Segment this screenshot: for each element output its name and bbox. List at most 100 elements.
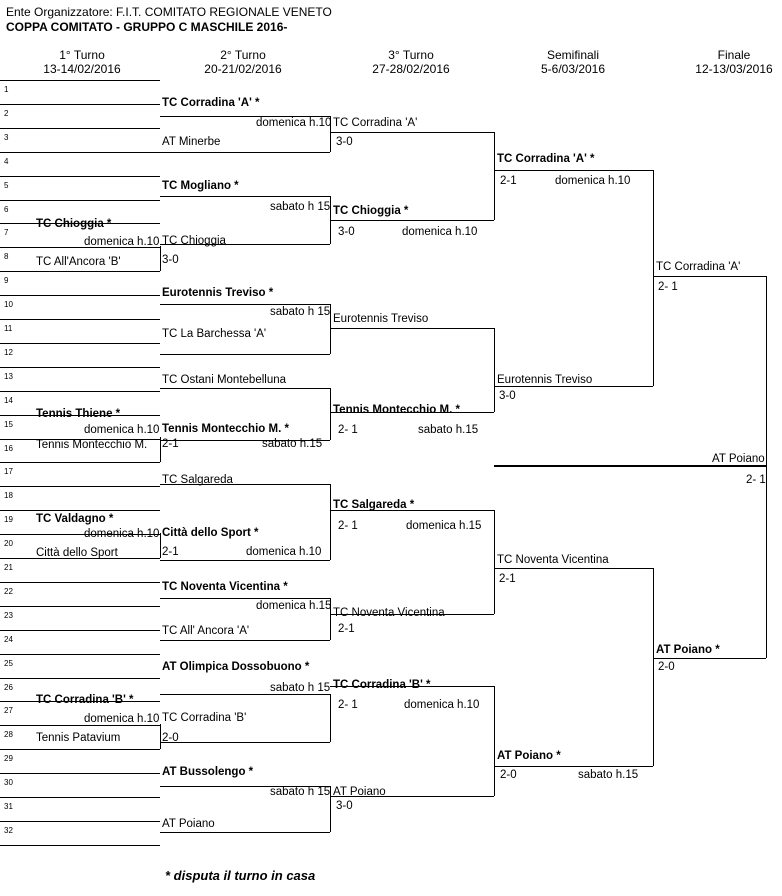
draw-position: 32 bbox=[4, 826, 13, 835]
bracket-line bbox=[160, 152, 330, 153]
bracket-line bbox=[160, 246, 161, 271]
draw-position: 31 bbox=[4, 802, 13, 811]
draw-position: 28 bbox=[4, 730, 13, 739]
draw-position: 6 bbox=[4, 205, 9, 214]
bracket-line bbox=[0, 486, 160, 487]
bracket-entry-sf-tc-noventa: TC Noventa Vicentina bbox=[497, 554, 609, 566]
bracket-line bbox=[160, 244, 330, 245]
bracket-line bbox=[330, 694, 331, 742]
bracket-line bbox=[330, 132, 494, 133]
bracket-entry-r2-citta-sport: Città dello Sport * bbox=[162, 527, 259, 539]
round-name: 2° Turno bbox=[220, 48, 266, 62]
bracket-line bbox=[160, 116, 330, 117]
bracket-entry-r2-tc-ostani: TC Ostani Montebelluna bbox=[162, 374, 287, 386]
bracket-line bbox=[0, 343, 160, 344]
bracket-entry-r2-tennis-montecchio-score: 2-1 bbox=[162, 438, 179, 450]
bracket-entry-sf-tc-noventa-score: 2-1 bbox=[499, 573, 516, 585]
draw-position: 26 bbox=[4, 683, 13, 692]
draw-position: 12 bbox=[4, 348, 13, 357]
bracket-entry-r3-tc-salgareda-time: domenica h.15 bbox=[406, 520, 482, 532]
bracket-line bbox=[0, 439, 160, 440]
bracket-entry-r2-tennis-montecchio: Tennis Montecchio M. * bbox=[162, 423, 289, 435]
bracket-entry-r2-tc-allancora-a: TC All' Ancora 'A' bbox=[162, 625, 250, 637]
bracket-entry-r2-tc-corradina-b: TC Corradina 'B' bbox=[162, 712, 247, 724]
bracket-entry-r3-eurotennis: Eurotennis Treviso bbox=[333, 313, 429, 325]
bracket-entry-r1-tc-corradina-b-time: domenica h.10 bbox=[84, 713, 160, 725]
round-name: Semifinali bbox=[546, 48, 600, 62]
bracket-entry-r2-tc-noventa-time: domenica h.15 bbox=[256, 600, 332, 612]
bracket-line bbox=[653, 658, 766, 659]
bracket-line bbox=[0, 534, 160, 535]
draw-position: 8 bbox=[4, 252, 9, 261]
bracket-line bbox=[0, 582, 160, 583]
bracket-entry-r2-at-minerbe: AT Minerbe bbox=[162, 136, 221, 148]
bracket-line bbox=[0, 128, 160, 129]
bracket-entry-r3-tc-corradina-b-time: domenica h.10 bbox=[404, 699, 480, 711]
bracket-line bbox=[160, 742, 330, 743]
bracket-entry-sf-at-poiano-score: 2-0 bbox=[500, 769, 517, 781]
bracket-line bbox=[160, 786, 330, 787]
bracket-line bbox=[160, 724, 161, 749]
bracket-entry-r3-tc-chioggia: TC Chioggia * bbox=[333, 205, 409, 217]
bracket-line bbox=[160, 560, 330, 561]
bracket-line bbox=[494, 686, 495, 796]
draw-position: 4 bbox=[4, 157, 9, 166]
bracket-line bbox=[160, 440, 330, 441]
round-dates: 20-21/02/2016 bbox=[204, 62, 282, 76]
bracket-entry-r1-tc-valdagno-time: domenica h.10 bbox=[84, 528, 160, 540]
bracket-entry-r3-tennis-montecchio: Tennis Montecchio M. * bbox=[333, 404, 460, 416]
draw-position: 20 bbox=[4, 539, 13, 548]
bracket-entry-r3-tc-chioggia-time: domenica h.10 bbox=[402, 226, 478, 238]
bracket-line bbox=[0, 80, 160, 81]
bracket-entry-r2-eurotennis-time: sabato h 15 bbox=[270, 306, 331, 318]
draw-position: 19 bbox=[4, 515, 13, 524]
bracket-entry-r2-tc-mogliano-time: sabato h 15 bbox=[270, 201, 331, 213]
bracket-entry-r3-tennis-montecchio-score: 2- 1 bbox=[338, 424, 358, 436]
bracket-entry-r3-tc-corradina-a-score: 3-0 bbox=[336, 136, 353, 148]
bracket-line bbox=[0, 749, 160, 750]
round-name: 3° Turno bbox=[388, 48, 434, 62]
bracket-line bbox=[0, 271, 160, 272]
draw-position: 24 bbox=[4, 635, 13, 644]
draw-position: 15 bbox=[4, 420, 13, 429]
bracket-entry-r2-tc-salgareda: TC Salgareda bbox=[162, 474, 233, 486]
bracket-entry-r3-tc-salgareda: TC Salgareda * bbox=[333, 499, 415, 511]
bracket-entry-sf-tc-corradina-a-score: 2-1 bbox=[500, 175, 517, 187]
bracket-entry-r2-at-poiano: AT Poiano bbox=[162, 818, 215, 830]
draw-position: 3 bbox=[4, 133, 9, 142]
bracket-line bbox=[160, 354, 330, 355]
bracket-line bbox=[330, 510, 494, 511]
round-name: Finale bbox=[717, 48, 751, 62]
bracket-entry-r2-at-bussolengo: AT Bussolengo * bbox=[162, 766, 254, 778]
draw-position: 22 bbox=[4, 587, 13, 596]
bracket-line bbox=[330, 686, 494, 687]
draw-position: 13 bbox=[4, 372, 13, 381]
bracket-entry-f-at-poiano-score: 2-0 bbox=[658, 661, 675, 673]
draw-position: 29 bbox=[4, 754, 13, 763]
bracket-entry-r1-tc-chioggia: TC Chioggia * bbox=[36, 218, 112, 230]
bracket-line bbox=[160, 598, 330, 599]
bracket-line bbox=[0, 223, 160, 224]
bracket-entry-r3-tennis-montecchio-time: sabato h.15 bbox=[418, 424, 479, 436]
bracket-line bbox=[0, 797, 160, 798]
bracket-entry-sf-eurotennis: Eurotennis Treviso bbox=[497, 374, 593, 386]
draw-position: 25 bbox=[4, 659, 13, 668]
bracket-entry-r1-tc-valdagno: TC Valdagno * bbox=[36, 513, 114, 525]
bracket-entry-r2-tc-corradina-a: TC Corradina 'A' * bbox=[162, 97, 260, 109]
bracket-entry-r3-tc-noventa: TC Noventa Vicentina bbox=[333, 607, 445, 619]
bracket-line bbox=[653, 276, 766, 277]
bracket-entry-r2-tennis-montecchio-time: sabato h.15 bbox=[262, 438, 323, 450]
bracket-line bbox=[494, 766, 653, 767]
bracket-line bbox=[0, 247, 160, 248]
draw-position: 11 bbox=[4, 324, 13, 333]
draw-position: 5 bbox=[4, 181, 9, 190]
bracket-line bbox=[0, 152, 160, 153]
bracket-entry-sf-at-poiano-time: sabato h.15 bbox=[578, 769, 639, 781]
draw-position: 18 bbox=[4, 491, 13, 500]
bracket-entry-r2-tc-mogliano: TC Mogliano * bbox=[162, 180, 239, 192]
draw-position: 2 bbox=[4, 109, 9, 118]
bracket-line bbox=[0, 654, 160, 655]
bracket-entry-sf-at-poiano: AT Poiano * bbox=[497, 750, 561, 762]
